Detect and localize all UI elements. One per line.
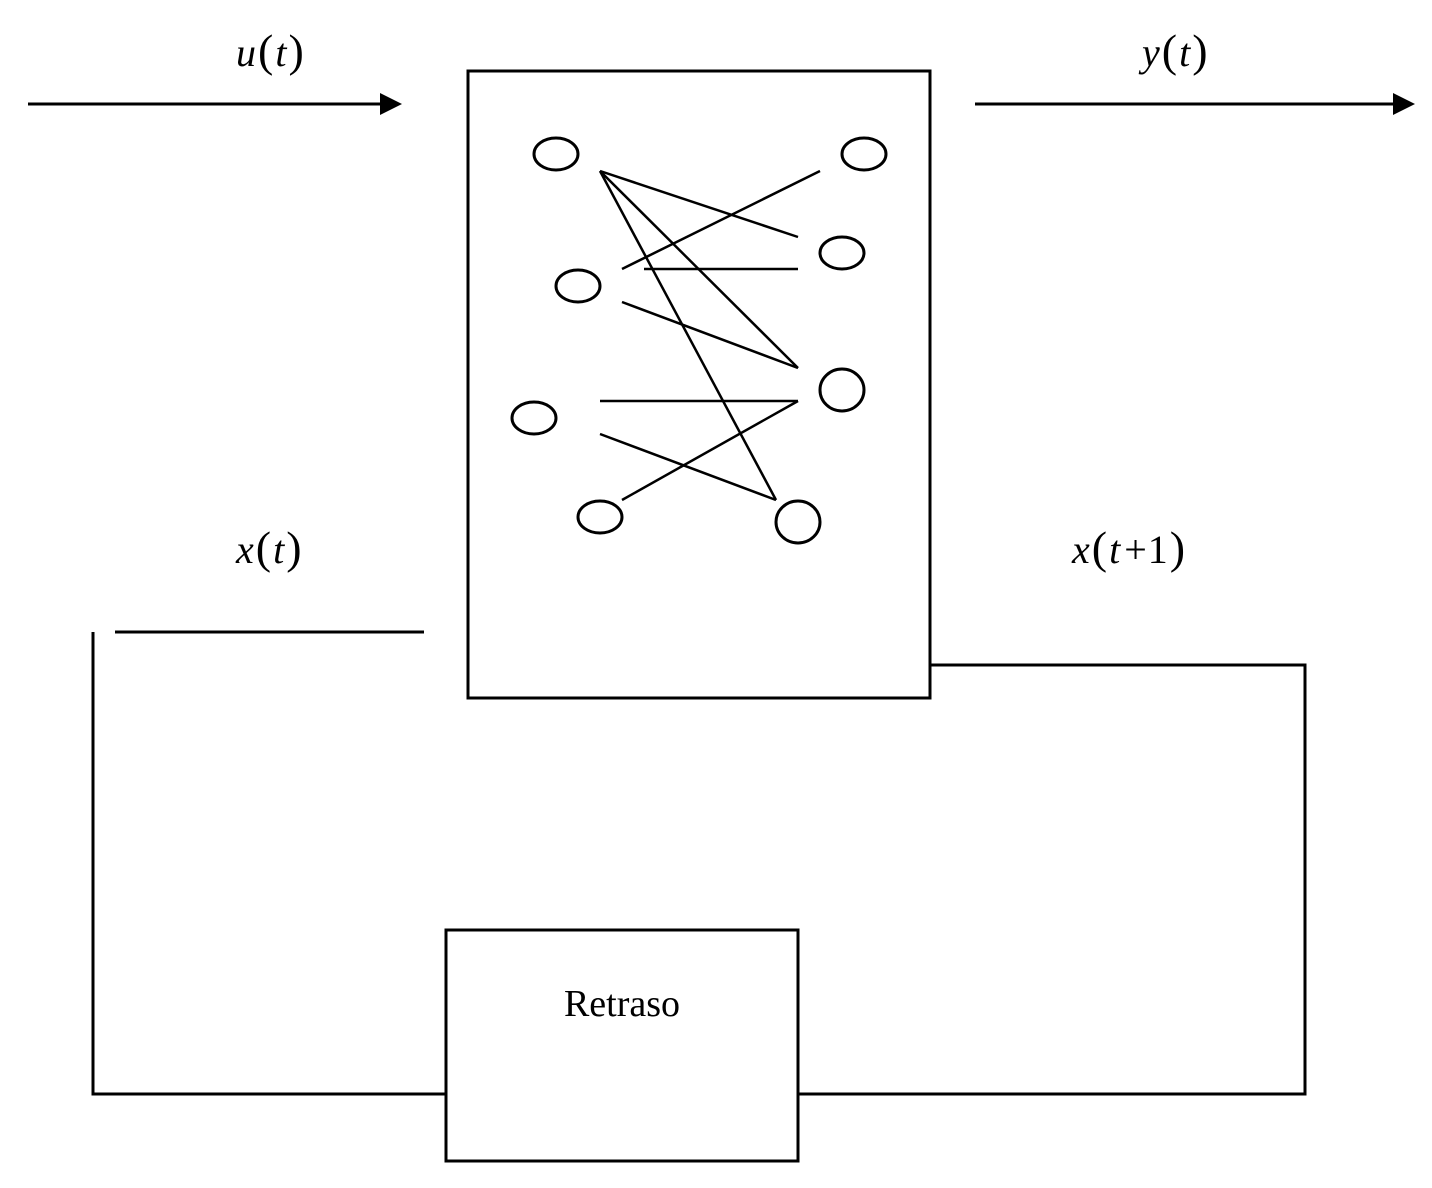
- node-left-2: [554, 268, 602, 304]
- node-right-1: [840, 136, 888, 172]
- delay-block-label: Retraso: [564, 983, 680, 1025]
- delay-block: [444, 928, 800, 1163]
- state-label: x(t): [235, 522, 302, 573]
- connection: [621, 169, 821, 271]
- input-arrow-head: [380, 93, 402, 115]
- node-left-4: [576, 499, 624, 535]
- feedback-line-left: [91, 632, 446, 1096]
- node-left-3: [510, 400, 558, 436]
- input-label: u(t): [236, 25, 304, 76]
- node-right-3: [818, 367, 866, 413]
- connection: [621, 300, 799, 370]
- node-right-4: [774, 499, 822, 545]
- output-arrow-head: [1393, 93, 1415, 115]
- connection: [599, 169, 799, 239]
- connection: [598, 170, 778, 501]
- connection: [621, 399, 799, 502]
- network-block: [466, 69, 932, 700]
- next-state-label: x(t+1): [1071, 522, 1185, 573]
- output-label: y(t): [1138, 25, 1208, 76]
- connection: [599, 432, 777, 502]
- feedback-line-right: [798, 663, 1307, 1096]
- network-nodes: [510, 136, 888, 545]
- node-left-1: [532, 136, 580, 172]
- node-right-2: [818, 235, 866, 271]
- network-connections: [598, 169, 821, 502]
